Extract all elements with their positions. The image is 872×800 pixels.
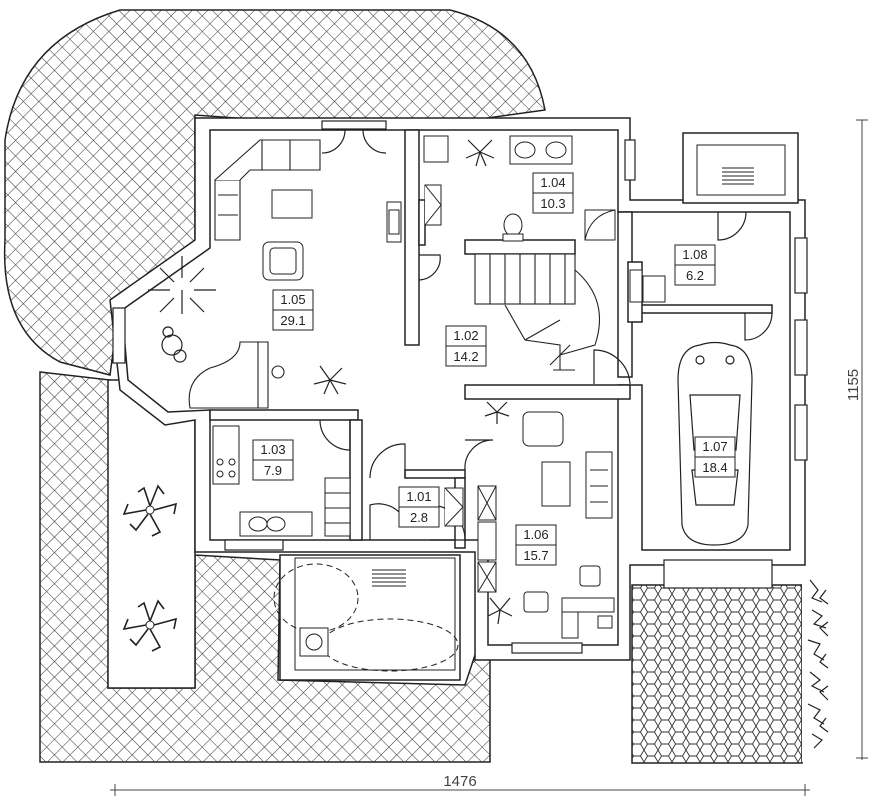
dimension-depth: 1155 xyxy=(845,119,868,760)
room-label-1.06: 1.06 15.7 xyxy=(515,524,557,566)
plant-icon xyxy=(484,401,510,424)
svg-text:14.2: 14.2 xyxy=(453,349,478,364)
storage-racks xyxy=(444,485,497,593)
room-label-1.05: 1.05 29.1 xyxy=(272,289,314,331)
plant-icon xyxy=(148,256,216,314)
cabinet-icon xyxy=(423,135,449,163)
room-label-1.01: 1.01 2.8 xyxy=(398,486,440,528)
staircase xyxy=(474,253,601,371)
desk-icon xyxy=(541,461,571,507)
svg-text:1.01: 1.01 xyxy=(406,489,431,504)
svg-text:6.2: 6.2 xyxy=(686,268,704,283)
toilet-icon xyxy=(502,213,524,242)
utility-yard xyxy=(273,554,461,681)
kitchen-counter xyxy=(212,425,351,537)
sink-icon xyxy=(509,135,573,165)
chair-icon xyxy=(523,565,601,613)
sofa-icon xyxy=(585,451,613,519)
armchair-icon xyxy=(262,241,304,281)
boiler-icon xyxy=(629,269,666,303)
svg-text:15.7: 15.7 xyxy=(523,548,548,563)
svg-text:1.06: 1.06 xyxy=(523,527,548,542)
sofa-icon xyxy=(214,139,321,241)
coffee-table-icon xyxy=(271,189,313,219)
svg-text:1.08: 1.08 xyxy=(682,247,707,262)
svg-text:1.07: 1.07 xyxy=(702,439,727,454)
armchair-icon xyxy=(522,411,564,447)
driveway-paving xyxy=(631,584,803,764)
lawn-strip xyxy=(107,379,196,689)
room-label-1.03: 1.03 7.9 xyxy=(252,439,294,481)
dimension-width: 1476 xyxy=(110,773,810,796)
svg-text:1.04: 1.04 xyxy=(540,175,565,190)
plant-icon xyxy=(465,139,495,167)
svg-text:29.1: 29.1 xyxy=(280,313,305,328)
piano-icon xyxy=(188,341,285,409)
cabinet-icon xyxy=(424,184,442,226)
svg-text:1.02: 1.02 xyxy=(453,328,478,343)
entrance-canopy xyxy=(682,132,799,204)
shrub-bed xyxy=(802,572,840,762)
room-label-1.04: 1.04 10.3 xyxy=(532,172,574,214)
shower-icon xyxy=(584,209,616,241)
tree-icon xyxy=(122,484,178,537)
svg-text:1.03: 1.03 xyxy=(260,442,285,457)
room-label-1.07: 1.07 18.4 xyxy=(694,436,736,478)
svg-text:1476: 1476 xyxy=(443,773,476,790)
room-label-1.08: 1.08 6.2 xyxy=(674,244,716,286)
svg-text:1.05: 1.05 xyxy=(280,292,305,307)
desk-icon xyxy=(561,597,615,639)
windows xyxy=(112,120,808,654)
plant-icon xyxy=(161,326,187,363)
wardrobe-icon xyxy=(386,201,402,243)
room-label-1.02: 1.02 14.2 xyxy=(445,325,487,367)
svg-text:1155: 1155 xyxy=(845,369,862,401)
svg-text:7.9: 7.9 xyxy=(264,463,282,478)
svg-text:2.8: 2.8 xyxy=(410,510,428,525)
plant-icon xyxy=(487,597,513,625)
tree-icon xyxy=(122,599,178,652)
svg-text:18.4: 18.4 xyxy=(702,460,727,475)
svg-text:10.3: 10.3 xyxy=(540,196,565,211)
plant-icon xyxy=(313,365,347,395)
